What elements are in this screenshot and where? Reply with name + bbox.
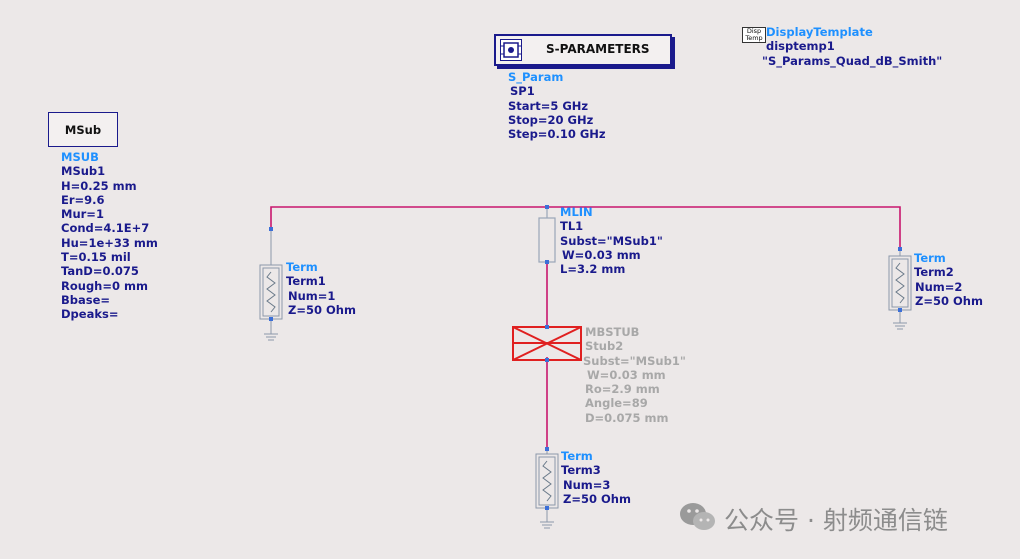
mlin-instance: TL1 — [560, 219, 584, 234]
mbstub-param: Ro=2.9 mm — [585, 382, 660, 397]
term3-param: Z=50 Ohm — [563, 491, 631, 506]
msub-controller[interactable]: MSub — [48, 112, 118, 147]
msub-param: T=0.15 mil — [61, 250, 131, 265]
sparameters-controller[interactable]: S-PARAMETERS — [494, 34, 672, 66]
term1-symbol[interactable] — [259, 227, 283, 341]
wechat-icon — [680, 503, 715, 530]
display-template-instance: disptemp1 — [766, 39, 835, 54]
sparameters-title: S-PARAMETERS — [546, 42, 650, 56]
watermark-text: 公众号 · 射频通信链 — [724, 506, 948, 535]
term2-symbol[interactable] — [888, 247, 912, 330]
mbstub-label[interactable]: MBSTUB Stub2 Subst="MSub1" W=0.03 mm Ro=… — [583, 325, 686, 425]
mlin-param: W=0.03 mm — [562, 247, 641, 262]
term3-label[interactable]: Term Term3 Num=3 Z=50 Ohm — [561, 449, 631, 506]
msub-param: H=0.25 mm — [61, 178, 137, 193]
term2-type: Term — [914, 251, 946, 265]
wire-top[interactable] — [270, 206, 901, 249]
msub-param: Rough=0 mm — [61, 278, 148, 293]
sparameters-param: Stop=20 GHz — [508, 112, 594, 127]
msub-param: Hu=1e+33 mm — [61, 235, 158, 250]
term2-param: Z=50 Ohm — [915, 293, 983, 308]
sparameters-param: Start=5 GHz — [508, 98, 589, 113]
msub-param: Mur=1 — [61, 207, 104, 222]
mbstub-param: Subst="MSub1" — [583, 353, 686, 368]
msub-type: MSUB — [61, 150, 99, 164]
msub-param: Er=9.6 — [61, 192, 105, 207]
msub-title: MSub — [64, 123, 102, 137]
mlin-param: Subst="MSub1" — [560, 233, 663, 248]
term3-param: Num=3 — [563, 477, 611, 492]
mlin-tl1-symbol[interactable] — [538, 205, 556, 264]
mlin-type: MLIN — [560, 205, 593, 219]
term1-param: Z=50 Ohm — [288, 302, 356, 317]
display-template-icon-text: Temp — [745, 33, 763, 42]
mbstub-param: D=0.075 mm — [585, 410, 669, 425]
term3-type: Term — [561, 449, 593, 463]
term3-symbol[interactable] — [535, 447, 559, 529]
term1-label[interactable]: Term Term1 Num=1 Z=50 Ohm — [286, 260, 356, 317]
term3-instance: Term3 — [561, 463, 601, 478]
wires — [270, 206, 901, 449]
term1-instance: Term1 — [286, 274, 326, 289]
display-template-value: "S_Params_Quad_dB_Smith" — [762, 54, 943, 68]
sparameters-instance: SP1 — [510, 84, 535, 99]
display-template-type: DisplayTemplate — [766, 25, 873, 39]
msub-param: Cond=4.1E+7 — [61, 221, 150, 236]
mbstub-instance: Stub2 — [585, 339, 624, 354]
term1-type: Term — [286, 260, 318, 274]
display-template-icon-text: Disp — [746, 27, 762, 35]
term2-instance: Term2 — [914, 265, 954, 280]
mlin-label[interactable]: MLIN TL1 Subst="MSub1" W=0.03 mm L=3.2 m… — [560, 205, 663, 276]
mlin-param: L=3.2 mm — [560, 262, 626, 277]
sparameters-param: Step=0.10 GHz — [508, 127, 606, 142]
msub-instance: MSub1 — [61, 164, 106, 179]
display-template-icon[interactable]: Disp Temp — [742, 27, 766, 43]
msub-param: Dpeaks= — [61, 307, 119, 322]
display-template-label[interactable]: DisplayTemplate disptemp1 — [766, 25, 873, 54]
term1-param: Num=1 — [288, 288, 336, 303]
term2-param: Num=2 — [915, 279, 963, 294]
msub-label[interactable]: MSUB MSub1 H=0.25 mm Er=9.6 Mur=1 Cond=4… — [61, 150, 158, 322]
sparameters-label[interactable]: S_Param SP1 Start=5 GHz Stop=20 GHz Step… — [508, 70, 606, 141]
mbstub-param: W=0.03 mm — [587, 367, 666, 382]
msub-param: Bbase= — [61, 292, 111, 307]
sparameters-icon — [500, 39, 522, 61]
msub-param: TanD=0.075 — [61, 264, 139, 279]
term2-label[interactable]: Term Term2 Num=2 Z=50 Ohm — [914, 251, 983, 308]
mbstub-type: MBSTUB — [585, 325, 640, 339]
mbstub-param: Angle=89 — [585, 396, 648, 411]
mbstub-stub2-symbol[interactable] — [512, 325, 582, 362]
sparameters-type: S_Param — [508, 70, 564, 84]
